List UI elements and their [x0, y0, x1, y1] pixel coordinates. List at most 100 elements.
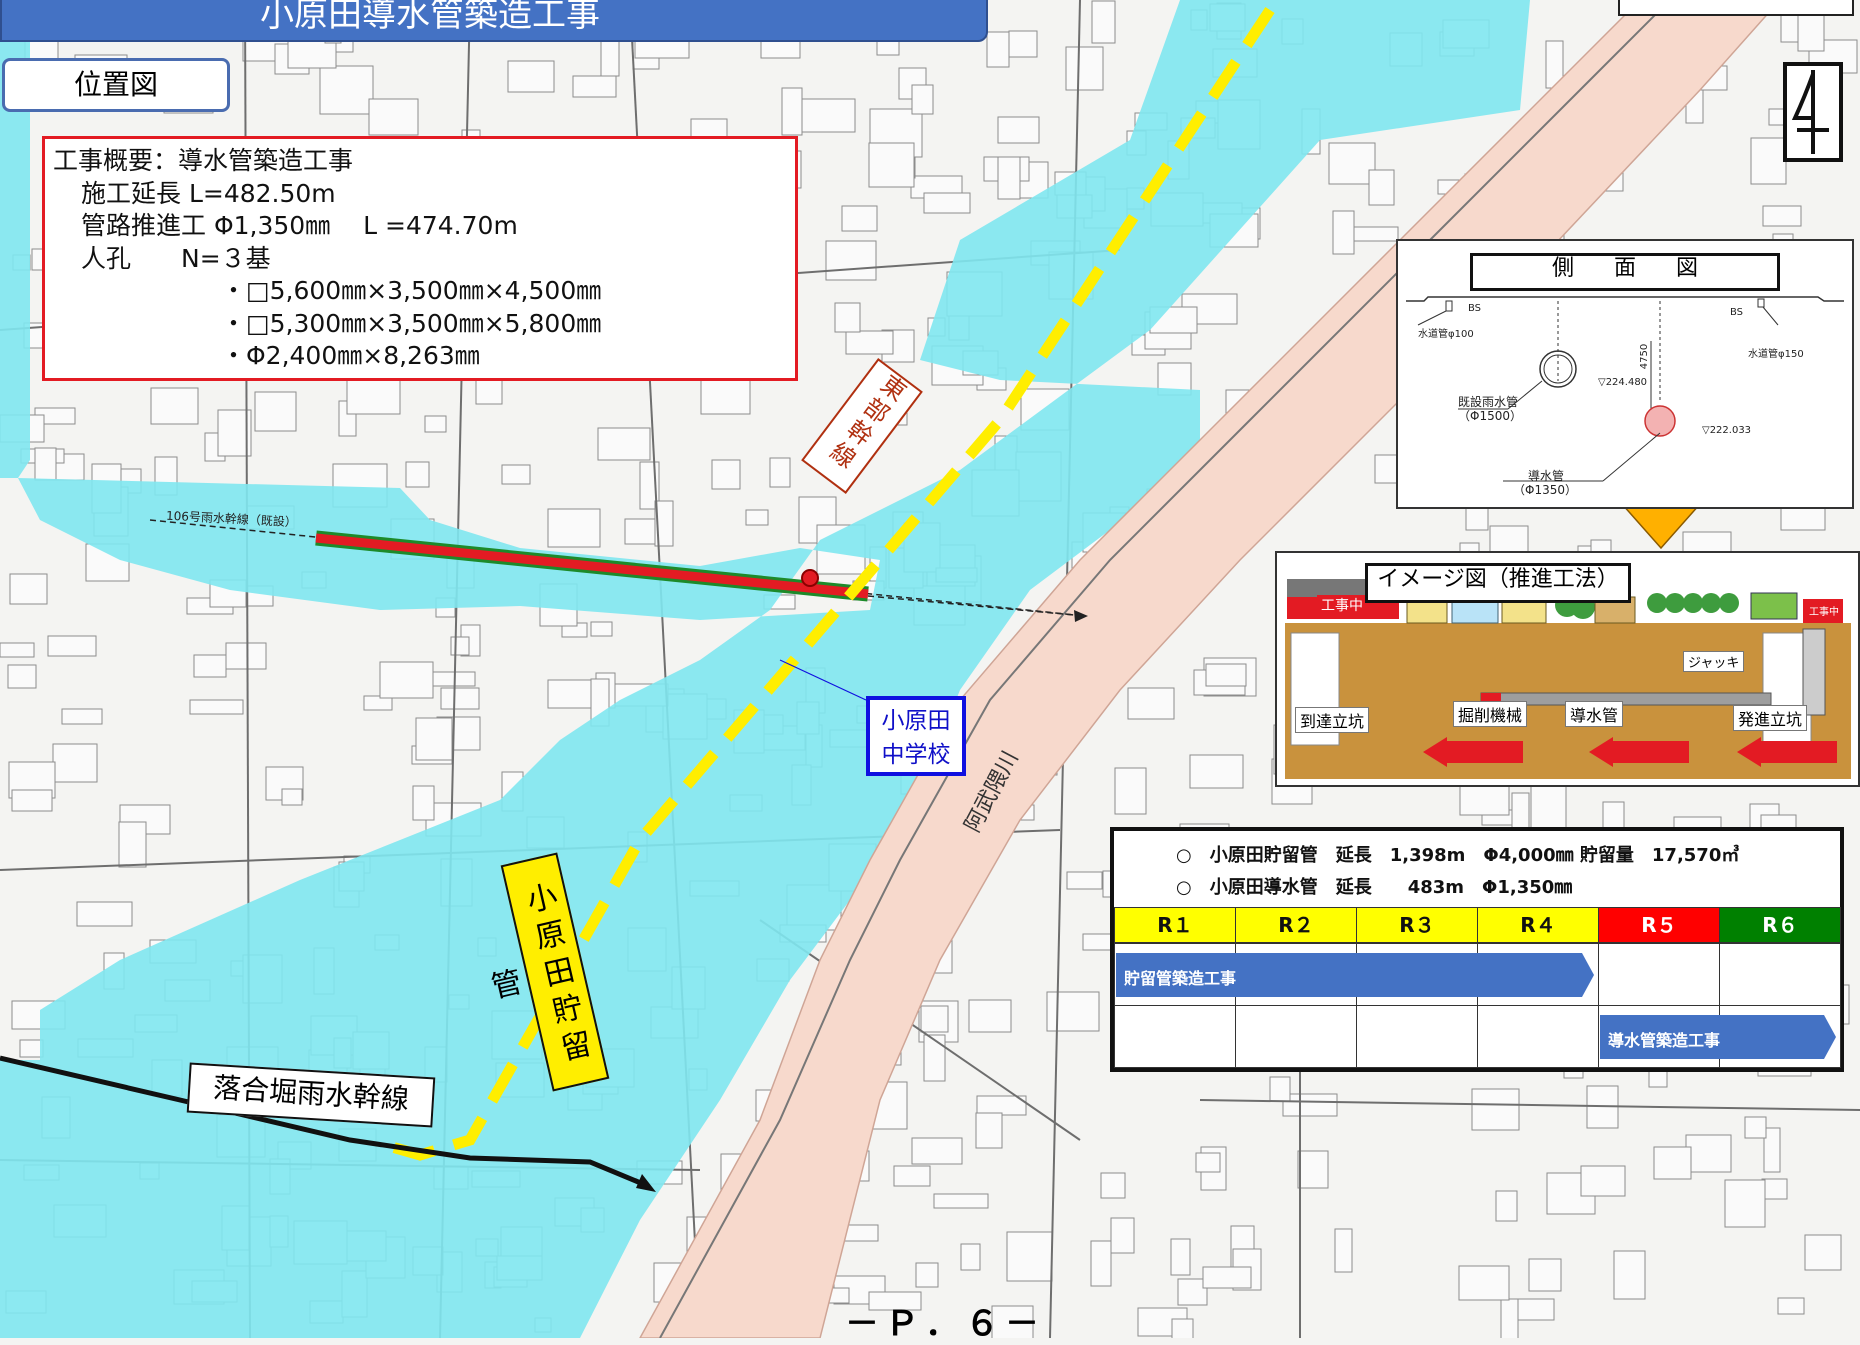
building-block — [1006, 1231, 1053, 1282]
building-block — [1066, 871, 1103, 890]
schedule-cell — [1477, 1005, 1599, 1068]
location-map-label: 位置図 — [2, 58, 230, 112]
building-block — [893, 1165, 931, 1187]
building-block — [368, 98, 419, 136]
building-block — [911, 1137, 963, 1165]
level-2-label: ▽222.033 — [1702, 425, 1752, 436]
building-block — [1763, 1127, 1781, 1173]
schedule-cell — [1235, 1005, 1357, 1068]
building-block — [415, 717, 453, 761]
building-block — [7, 664, 37, 689]
building-block — [450, 636, 470, 656]
summary-line-4: 人孔 N=３基 — [81, 243, 271, 273]
building-block — [1777, 1297, 1805, 1315]
building-block — [1195, 1152, 1221, 1173]
building-block — [1368, 169, 1395, 206]
building-block — [1500, 1298, 1519, 1338]
schedule-table: ○ 小原田貯留管 延長 1,398m Φ4,000㎜ 貯留量 17,570㎥ ○… — [1110, 827, 1844, 1072]
building-block — [1171, 1318, 1194, 1338]
building-block — [1528, 1258, 1562, 1292]
building-block — [1127, 687, 1175, 720]
schedule-bar — [1600, 1015, 1836, 1059]
sewer-106-existing — [149, 519, 1086, 617]
building-block — [915, 1262, 939, 1288]
sign-right: 工事中 — [1805, 603, 1843, 618]
building-block — [0, 642, 35, 658]
building-block — [868, 142, 915, 188]
building-block — [379, 661, 434, 699]
page-number: －Ｐ．６－ — [845, 1304, 1045, 1344]
ochiai-trunk-line — [0, 1055, 649, 1189]
school-leader — [779, 659, 867, 701]
ochiai-arrow-head — [636, 1174, 656, 1192]
building-block — [1530, 785, 1567, 829]
building-block — [834, 302, 861, 333]
building-block — [1100, 1172, 1126, 1199]
building-block — [1046, 991, 1100, 1032]
building-block — [654, 500, 674, 547]
sewer-106-arrow — [867, 595, 1086, 617]
school-name-2: 中学校 — [881, 742, 951, 768]
building-block — [572, 75, 617, 98]
section-title: 側面図 — [1470, 253, 1780, 291]
building-block — [933, 1193, 989, 1209]
building-block — [1114, 767, 1147, 815]
summary-line-5: ・□5,600㎜×3,500㎜×4,500㎜ — [221, 276, 602, 305]
year-header: R４ — [1477, 907, 1599, 943]
building-block — [189, 699, 244, 715]
building-block — [997, 156, 1021, 200]
flood-area — [0, 0, 1530, 1338]
building-block — [193, 654, 227, 678]
building-block — [841, 205, 878, 232]
new-pipe-label: 導水管 — [1528, 469, 1565, 483]
building-block — [1177, 1278, 1208, 1306]
year-header: R６ — [1719, 907, 1841, 943]
building-block — [254, 391, 297, 432]
water-pipe-left-label: 水道管φ100 — [1418, 329, 1474, 340]
building-block — [923, 192, 971, 214]
building-block — [319, 65, 374, 115]
schedule-info-2: ○ 小原田導水管 延長 483m Φ1,350㎜ — [1176, 877, 1573, 898]
schedule-bar-label: 貯留管築造工事 — [1124, 969, 1237, 988]
building-block — [1170, 1238, 1191, 1276]
building-block — [920, 1005, 949, 1033]
building-block — [1744, 1116, 1767, 1139]
summary-line-3: 管路推進工 Φ1,350㎜ L =474.70m — [81, 211, 518, 240]
building-block — [1471, 1088, 1520, 1131]
building-block — [1685, 1134, 1732, 1173]
existing-pipe-label: 既設雨水管 — [1458, 395, 1519, 409]
building-block — [1090, 1240, 1112, 1287]
building-block — [76, 901, 133, 927]
building-block — [52, 743, 98, 783]
building-block — [1008, 30, 1038, 58]
marker-left: BS — [1468, 303, 1482, 314]
building-block — [1511, 792, 1530, 829]
building-block — [781, 87, 803, 136]
existing-pipe-size: （Φ1500） — [1458, 409, 1522, 423]
building-block — [405, 461, 430, 488]
school-label: 小原田 中学校 — [866, 696, 966, 776]
building-block — [281, 788, 303, 806]
building-block — [590, 621, 613, 637]
conduit-route-core — [315, 533, 869, 599]
schedule-info-1: ○ 小原田貯留管 延長 1,398m Φ4,000㎜ 貯留量 17,570㎥ — [1176, 845, 1740, 866]
building-block — [1458, 1265, 1510, 1301]
building-block — [1332, 210, 1355, 255]
side-section-diagram: 側面図 水道管φ100 水道管φ150 BS BS 4750 ▽224.480 … — [1396, 239, 1854, 509]
building-block — [1613, 1250, 1646, 1300]
schedule-bar-label: 導水管築造工事 — [1608, 1031, 1721, 1050]
departure-shaft-label: 発進立坑 — [1733, 705, 1808, 731]
building-block — [118, 821, 147, 868]
project-summary: 工事概要：導水管築造工事 施工延長 L=482.50m 管路推進工 Φ1,350… — [42, 136, 798, 381]
building-block — [1762, 205, 1802, 227]
building-block — [150, 387, 199, 425]
building-block — [960, 1243, 981, 1271]
building-block — [1761, 1178, 1788, 1200]
building-block — [868, 1291, 922, 1311]
building-block — [217, 409, 252, 457]
schedule-cell — [1598, 943, 1720, 1006]
building-block — [1065, 46, 1104, 91]
building-block — [1750, 137, 1787, 185]
schedule-bar-shape — [1116, 953, 1594, 997]
